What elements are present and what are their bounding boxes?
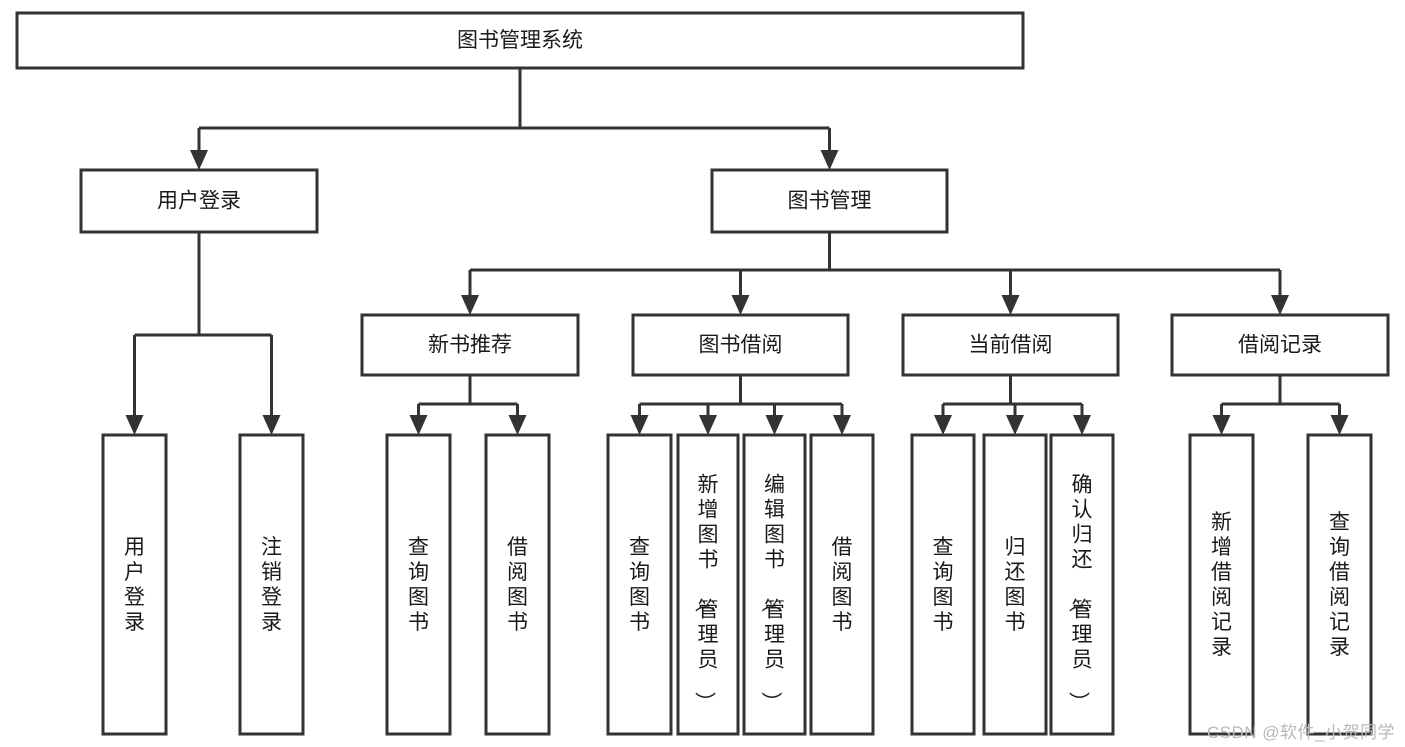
node-label: 用户登录	[157, 190, 241, 213]
node-label: 注销登录	[261, 536, 282, 634]
node-leaf-query-book-2[interactable]: 查询图书	[606, 433, 673, 736]
node-box	[101, 433, 168, 736]
node-leaf-confirm-return[interactable]: 确认归还（管理员）	[1049, 433, 1115, 736]
node-label: 确认归还（管理员）	[1067, 474, 1093, 713]
connector-layer	[125, 68, 1349, 435]
node-box	[79, 168, 319, 234]
node-box	[1049, 433, 1115, 736]
node-box	[1188, 433, 1255, 736]
node-leaf-borrow-book-1[interactable]: 借阅图书	[484, 433, 551, 736]
node-box	[606, 433, 673, 736]
arrow-connector	[630, 404, 649, 435]
node-label: 图书借阅	[699, 334, 783, 357]
arrow-connector	[820, 128, 839, 170]
node-box	[385, 433, 452, 736]
node-label: 用户登录	[124, 536, 145, 634]
arrow-connector	[1001, 270, 1020, 315]
node-box	[15, 11, 1025, 70]
arrow-connector	[125, 335, 144, 435]
node-leaf-edit-book[interactable]: 编辑图书（管理员）	[742, 433, 807, 736]
node-leaf-query-book-3[interactable]: 查询图书	[910, 433, 976, 736]
node-box	[676, 433, 740, 736]
node-box	[484, 433, 551, 736]
arrow-connector	[731, 270, 750, 315]
node-box	[1306, 433, 1373, 736]
node-borrow-record[interactable]: 借阅记录	[1170, 313, 1390, 377]
node-layer: 图书管理系统用户登录图书管理新书推荐图书借阅当前借阅借阅记录用户登录注销登录查询…	[15, 11, 1390, 736]
node-box	[742, 433, 807, 736]
node-book-manage[interactable]: 图书管理	[710, 168, 949, 234]
arrow-connector	[508, 404, 527, 435]
node-label: 图书管理	[788, 190, 872, 213]
node-current-borrow[interactable]: 当前借阅	[901, 313, 1120, 377]
arrow-connector	[833, 404, 851, 435]
arrow-connector	[699, 404, 717, 435]
node-label: 新增借阅记录	[1211, 511, 1232, 659]
node-label: 编辑图书（管理员）	[759, 474, 785, 713]
node-label: 查询图书	[629, 536, 650, 634]
node-leaf-add-book[interactable]: 新增图书（管理员）	[676, 433, 740, 736]
node-label: 借阅图书	[832, 536, 853, 634]
node-label: 新书推荐	[428, 334, 512, 357]
node-box	[710, 168, 949, 234]
node-box	[982, 433, 1048, 736]
node-box	[360, 313, 580, 377]
arrow-connector	[1271, 270, 1289, 315]
node-leaf-user-login[interactable]: 用户登录	[101, 433, 168, 736]
node-new-book-rec[interactable]: 新书推荐	[360, 313, 580, 377]
node-box	[910, 433, 976, 736]
node-label: 查询图书	[933, 536, 954, 634]
arrow-connector	[190, 128, 208, 170]
node-leaf-return-book[interactable]: 归还图书	[982, 433, 1048, 736]
arrow-connector	[1330, 404, 1349, 435]
arrow-connector	[461, 270, 479, 315]
node-label: 借阅记录	[1238, 334, 1322, 357]
arrow-connector	[1073, 404, 1091, 435]
arrow-connector	[765, 404, 784, 435]
arrow-connector	[409, 404, 428, 435]
node-label: 查询图书	[408, 536, 429, 634]
node-box	[1170, 313, 1390, 377]
arrow-connector	[1212, 404, 1231, 435]
arrow-connector	[1006, 404, 1024, 435]
arrow-connector	[934, 404, 952, 435]
node-leaf-query-book-1[interactable]: 查询图书	[385, 433, 452, 736]
node-label: 图书管理系统	[457, 29, 583, 52]
node-label: 借阅图书	[507, 536, 528, 634]
node-user-login[interactable]: 用户登录	[79, 168, 319, 234]
node-label: 查询借阅记录	[1329, 511, 1350, 659]
node-label: 新增图书（管理员）	[693, 474, 719, 713]
node-leaf-query-record[interactable]: 查询借阅记录	[1306, 433, 1373, 736]
node-root[interactable]: 图书管理系统	[15, 11, 1025, 70]
node-label: 当前借阅	[969, 334, 1053, 357]
node-box	[238, 433, 305, 736]
node-leaf-borrow-book-2[interactable]: 借阅图书	[809, 433, 875, 736]
node-box	[901, 313, 1120, 377]
node-box	[631, 313, 850, 377]
arrow-connector	[262, 335, 281, 435]
node-book-borrow[interactable]: 图书借阅	[631, 313, 850, 377]
node-leaf-add-record[interactable]: 新增借阅记录	[1188, 433, 1255, 736]
node-box	[809, 433, 875, 736]
node-label: 归还图书	[1005, 536, 1026, 634]
node-leaf-logout[interactable]: 注销登录	[238, 433, 305, 736]
